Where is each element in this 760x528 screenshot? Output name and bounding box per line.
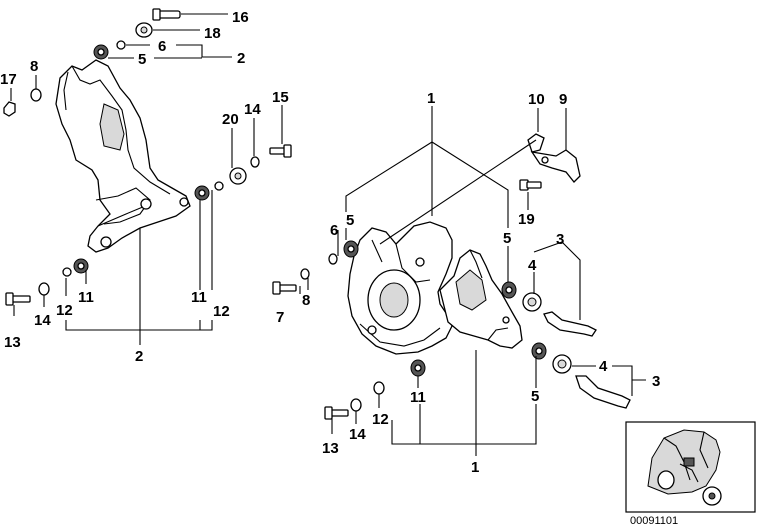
part-10-clip [527,133,545,153]
left-bracket-cover [55,59,191,253]
callout-3: 3 [652,373,660,390]
part-9-bracket [530,149,581,183]
part-13-bolt-left [5,292,31,306]
part-5-bush-top [343,240,359,258]
callout-2: 2 [135,348,143,365]
callout-12: 12 [372,411,389,428]
callout-14: 14 [349,426,366,443]
callout-2: 2 [237,50,245,67]
callout-1: 1 [471,459,479,476]
part-3-stud-upper [543,311,597,337]
part-12-washer-right [214,181,224,191]
part-4-rubber-mount-upper [522,292,542,312]
callout-12: 12 [56,302,73,319]
callout-13: 13 [322,440,339,457]
callout-11: 11 [191,289,207,306]
right-assembly [272,106,646,456]
vehicle-thumbnail [625,421,756,513]
callout-14: 14 [34,312,51,329]
part-11-bush-left [73,258,89,274]
part-15-bolt [269,144,292,158]
callout-13: 13 [4,334,21,351]
part-19-screw [519,179,542,191]
part-12-washer-low [373,381,385,395]
part-6-washer-top [328,253,338,265]
callout-11: 11 [78,289,94,306]
callout-8: 8 [30,58,38,75]
callout-16: 16 [232,9,249,26]
part-20-sleeve [229,167,247,185]
callout-14: 14 [244,101,261,118]
callout-5: 5 [138,51,146,68]
part-8-washer [30,88,42,102]
callout-5: 5 [503,230,511,247]
part-6-small-washer [116,40,126,50]
callout-12: 12 [213,303,230,320]
callout-4: 4 [528,257,537,274]
callout-17: 17 [0,71,17,88]
part-11-bush-low [410,359,426,377]
part-11-bush-right [194,185,210,201]
part-3-stud-lower [575,375,631,409]
part-7-bolt [272,281,297,295]
part-18-washer [135,22,153,38]
part-12-washer-left [62,267,72,277]
part-13-bolt-low [324,406,349,420]
part-14-washer-left [38,282,50,296]
callout-19: 19 [518,211,535,228]
part-16-bolt [152,8,181,21]
callout-3: 3 [556,231,564,248]
part-14-washer-top [250,156,260,168]
callout-6: 6 [330,222,338,239]
part-5-bush [93,44,109,60]
callout-4: 4 [599,358,608,375]
callout-8: 8 [302,292,310,309]
callout-18: 18 [204,25,221,42]
catalog-number: 00091101 [630,515,678,527]
callout-5: 5 [531,388,539,405]
callout-6: 6 [158,38,166,55]
part-8-washer-mid [300,268,310,280]
callout-10: 10 [528,91,545,108]
callout-15: 15 [272,89,289,106]
part-5-bush-low [531,342,547,360]
callout-5: 5 [346,212,354,229]
callout-11: 11 [410,389,426,406]
part-17-nut [3,101,16,117]
part-5-bush-mid [501,281,517,299]
callout-20: 20 [222,111,239,128]
part-14-washer-low [350,398,362,412]
part-4-rubber-mount-lower [552,354,572,374]
left-assembly [3,8,292,345]
callout-labels: 16 18 6 2 5 17 8 20 14 15 11 14 12 13 11… [0,9,660,476]
callout-1: 1 [427,90,435,107]
callout-9: 9 [559,91,567,108]
callout-7: 7 [276,309,284,326]
